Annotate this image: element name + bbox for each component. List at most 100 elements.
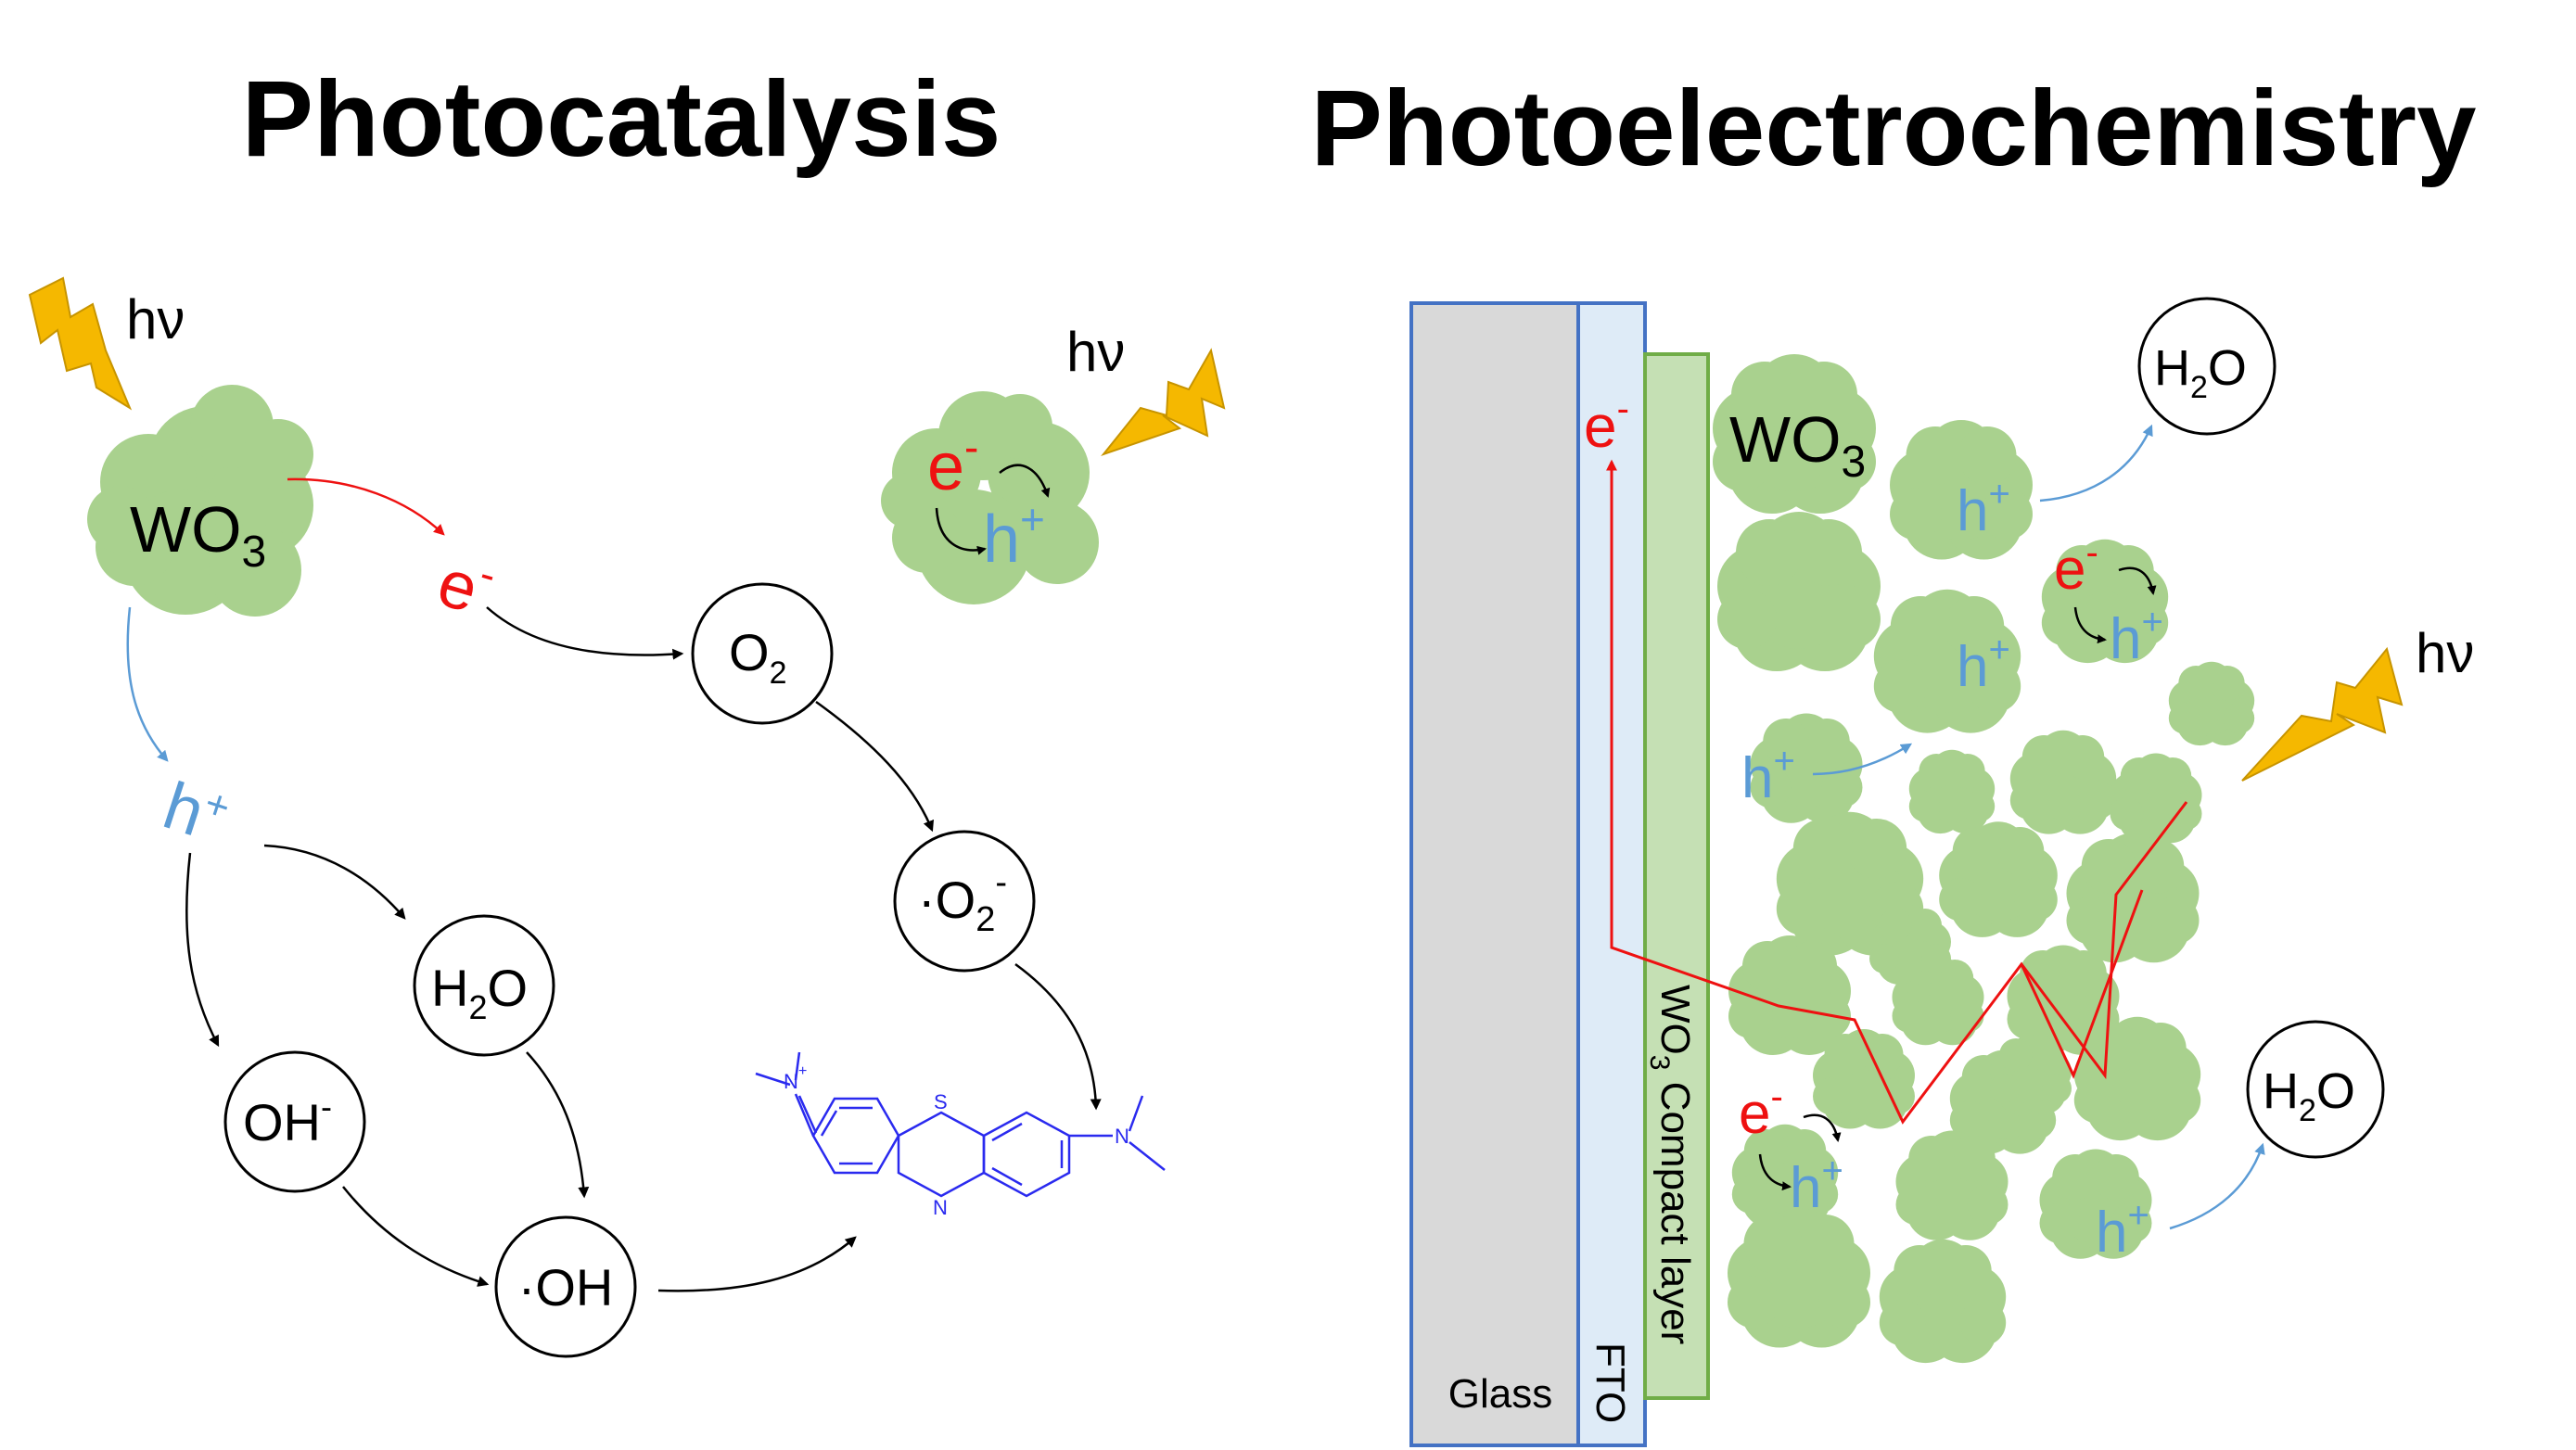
electron-label: e- [1584,388,1629,460]
wo3-nanoparticle-lobe [2009,781,2049,820]
hydroxide-node [223,1050,366,1193]
wo3-nanoparticle-lobe [1908,790,1941,822]
wo3-nanoparticle-lobe [1959,1299,2007,1346]
lightning-bolt-icon [2241,646,2404,782]
wo3-nanoparticle-lobe [1908,1136,1955,1182]
porous-wo3-film [1713,354,2255,1364]
water-node [2246,1020,2385,1159]
wo3-nanoparticle-lobe [1776,882,1830,935]
wo3-nanoparticle-lobe [2150,896,2200,945]
hole-label: h+ [1741,741,1795,810]
wo3-nanoparticle-lobe [1750,767,1792,808]
electron-transport-path [2020,889,2144,1079]
wo3-nanoparticle-lobe [1949,754,1985,789]
wo3-nanoparticle-lobe [2093,1154,2139,1201]
hydroxyl-radical-node [494,1215,637,1358]
wo3-nanoparticle-lobe [1824,1034,1867,1075]
wo3-nanoparticle-lobe [2168,702,2200,734]
electron-to-o2-arrow [486,606,684,660]
light-label: hν [1066,321,1125,383]
wo3-nanoparticle-lobe [2014,878,2058,922]
hole-label: h+ [2096,1195,2149,1265]
wo3-nanoparticle-lobe [2110,796,2144,831]
superoxide-to-dye-arrow [1014,962,1102,1111]
wo3-nanoparticle-lobe [2134,1023,2187,1075]
wo3-nanoparticle-lobe [1890,488,1942,541]
water-label: H2O [2154,340,2247,405]
hole-label: h+ [1957,474,2010,543]
wo3-nanoparticle-lobe [1742,941,1792,991]
wo3-nanoparticle-lobe [2129,839,2185,894]
electron-transport-path [1610,468,2188,1125]
wo3-nanoparticle-lobe [2209,666,2245,701]
electron-label: e- [927,423,978,504]
wo3-nanoparticle-lobe [1892,998,1926,1033]
wo3-nanoparticle-lobe [2088,1023,2141,1075]
wo3-nanoparticle-lobe [1990,1074,2020,1103]
wo3-nanoparticle-lobe [2122,599,2169,646]
wo3-nanoparticle-lobe [2223,702,2255,734]
wo3-label: WO3 [130,493,266,577]
wo3-nanoparticle-lobe [1921,944,1951,973]
o2-node [691,582,834,725]
wo3-nanoparticle-lobe [1763,719,1809,765]
excitation-arrow [2118,566,2157,595]
wo3-nanoparticle-lobe [1736,519,1803,586]
hole-to-water-arrow [2169,1142,2265,1230]
hole-transfer-arrow [126,606,169,762]
dye-atom-n-ring: N [933,1196,948,1219]
wo3-nanoparticle-lobe [2056,545,2109,597]
compact-layer-label: WO3 Compact layer [1644,985,1698,1344]
wo3-nanoparticle-lobe [1818,1276,1870,1329]
electron-label: e- [1739,1076,1783,1146]
wo3-nanoparticle-lobe [1996,827,2045,876]
recombination-arrow [935,507,987,555]
wo3-nanoparticle-lobe [1879,909,1912,942]
glass-label: Glass [1448,1371,1552,1417]
wo3-nanoparticle-lobe [1906,426,1965,485]
wo3-nanoparticle-lobe [1894,1245,1946,1297]
wo3-nanoparticle-lobe [1743,1129,1788,1173]
hydroxide-label: OH- [243,1088,332,1151]
wo3-nanoparticle-lobe [1939,1245,1992,1297]
wo3-nanoparticle-lobe [2039,1202,2081,1244]
excitation-arrow [1803,1113,1842,1142]
hole-to-water-arrow [2039,424,2153,502]
hole-to-water-arrow [263,844,406,920]
wo3-nanoparticle-lobe [1804,719,1850,765]
wo3-nanoparticle-lobe [2066,896,2115,945]
wo3-nanoparticle-lobe [1795,519,1862,586]
wo3-nanoparticle-lobe [1958,426,2017,485]
recombination-arrow [2073,606,2107,644]
wo3-nanoparticle-lobe [1799,1175,1839,1214]
wo3-nanoparticle-lobe [2168,796,2202,831]
water-to-hydroxyl-arrow [526,1051,590,1199]
wo3-nanoparticle-lobe [1813,1077,1850,1115]
wo3-nanoparticle-lobe [1895,1184,1937,1226]
electron-label: e- [430,539,502,631]
light-label: hν [2416,622,2474,684]
wo3-nanoparticle-lobe [2052,1154,2098,1201]
wo3-nanoparticle-lobe [1890,596,1951,656]
superoxide-label: ·O2- [918,863,1007,939]
wo3-nanoparticle-lobe [2081,839,2136,894]
water-node [413,914,555,1057]
dye-atom-n-plus: N [784,1070,798,1093]
wo3-nanoparticle-lobe [2060,950,2107,997]
wo3-nanoparticle-lobe [1787,941,1837,991]
hydroxyl-to-dye-arrow [657,1236,857,1292]
wo3-nanoparticle-lobe [2154,1076,2201,1124]
wo3-nanoparticle-lobe [1713,432,1772,491]
methylene-blue-atoms: N + S N N [784,1063,1129,1219]
wo3-nanoparticle-lobe [1908,909,1942,942]
wo3-nanoparticle-lobe [1939,878,1983,922]
wo3-nanoparticle-lobe [1792,819,1854,879]
hole-label: h+ [1790,1151,1843,1220]
wo3-nanoparticle-lobe [2178,666,2214,701]
wo3-nanoparticle-lobe [2042,1074,2072,1103]
wo3-nanoparticle-lobe [1795,1215,1855,1273]
o2-label: O2 [729,623,786,691]
wo3-nanoparticle-lobe [1731,1175,1771,1214]
wo3-nanoparticle-lobe [1782,1129,1827,1173]
water-label: H2O [431,959,528,1026]
